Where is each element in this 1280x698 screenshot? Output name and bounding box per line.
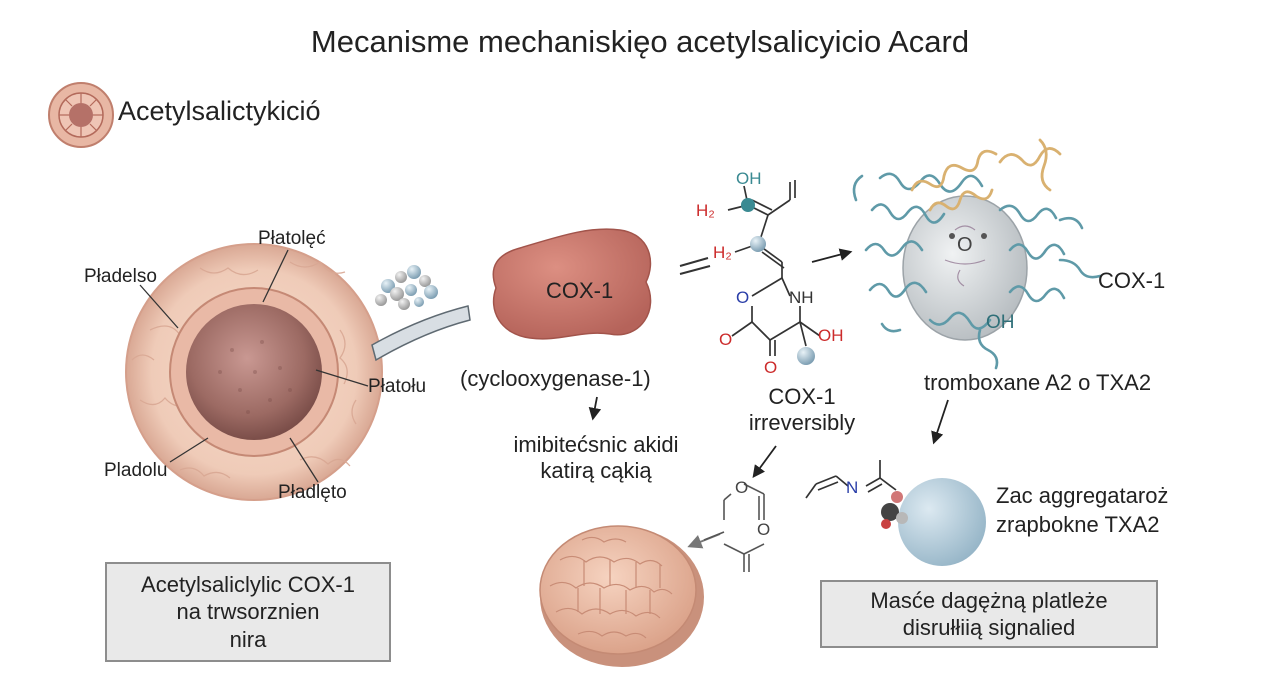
atom-n: N [846, 478, 859, 497]
platelet-cell-icon [48, 82, 114, 148]
atom-nh-ring: NH [789, 288, 814, 307]
cox1-protein [852, 138, 1102, 370]
atom-h2-mid: H₂ [713, 243, 732, 262]
zac-text-line-1: Zac aggregataroż [996, 483, 1169, 508]
inhibit-text-line-1: imibitećsnic akidi [513, 432, 679, 457]
platelet-label-right: Płatołu [368, 376, 427, 397]
irreversible-text: COX-1 irreversibly [712, 384, 892, 436]
protein-cox1-label: COX-1 [1098, 268, 1166, 293]
atom-o-ring: O [736, 288, 750, 307]
legend-label: Acetylsalictykició [118, 96, 321, 126]
irreversible-text-line-2: irreversibly [748, 410, 856, 435]
cox1-enzyme-blob [492, 228, 652, 340]
atom-h2-top: H₂ [696, 201, 715, 220]
platelet-label-top: Płatolęć [258, 228, 326, 249]
platelet-cell [125, 243, 383, 501]
summary-box-right-line-2: disrułłiią signalied [902, 615, 1076, 640]
molecule-atoms [741, 198, 815, 365]
summary-box-left-line-2: na trwsorznien [176, 599, 320, 625]
summary-box-right-line-1: Masće dagężną platleże [870, 587, 1108, 613]
inhibit-text: imibitećsnic akidi katirą cąkią [474, 432, 718, 484]
txa2-text: tromboxane A2 o TXA2 [924, 370, 1152, 395]
platelet-aggregate [539, 525, 704, 667]
txa2-molecule [805, 460, 897, 499]
arrows [588, 248, 949, 479]
inhibit-text-line-2: katirą cąkią [540, 458, 652, 483]
zac-text-line-2: zrapbokne TXA2 [996, 511, 1160, 537]
atom-oh-top: OH [736, 169, 762, 188]
summary-box-left: Acetylsaliclylic COX-1 na trwsorznien ni… [105, 562, 391, 662]
cox1-blob-label: COX-1 [546, 278, 614, 303]
ring-structure [703, 483, 765, 572]
equals-sign [679, 257, 711, 275]
atom-o-ring-1: O [735, 478, 749, 497]
aspirin-molecules [375, 265, 438, 310]
platelet-label-bottom-right: Pładlęto [278, 482, 347, 503]
atom-oh-right: OH [818, 326, 844, 345]
summary-box-right: Masće dagężną platleże disrułłiią signal… [820, 580, 1158, 648]
platelet-label-bottom-left: Pladolu [104, 460, 168, 481]
atom-o-ring-2: O [757, 520, 771, 539]
irreversible-text-line-1: COX-1 [768, 384, 836, 409]
summary-box-left-line-1: Acetylsaliclylic COX-1 [141, 571, 355, 597]
diagram-title: Mecanisme mechaniskięo acetylsalicyicio … [310, 24, 970, 59]
atom-o-bottom: O [764, 358, 778, 377]
aspirin-structure [727, 180, 821, 356]
txa2-receptor-sphere [898, 478, 986, 566]
summary-box-left-line-3: nira [229, 626, 267, 652]
protein-oh-label: OH [986, 312, 1015, 333]
cell-membrane [371, 305, 471, 362]
platelet-label-left: Pładelso [84, 266, 157, 287]
protein-core-label: O [957, 234, 973, 256]
zac-text: Zac aggregataroż zrapbokne TXA2 [996, 482, 1168, 539]
bound-atoms [881, 491, 908, 529]
cox1-subtitle: (cyclooxygenase-1) [460, 366, 651, 391]
atom-o-left: O [719, 330, 733, 349]
